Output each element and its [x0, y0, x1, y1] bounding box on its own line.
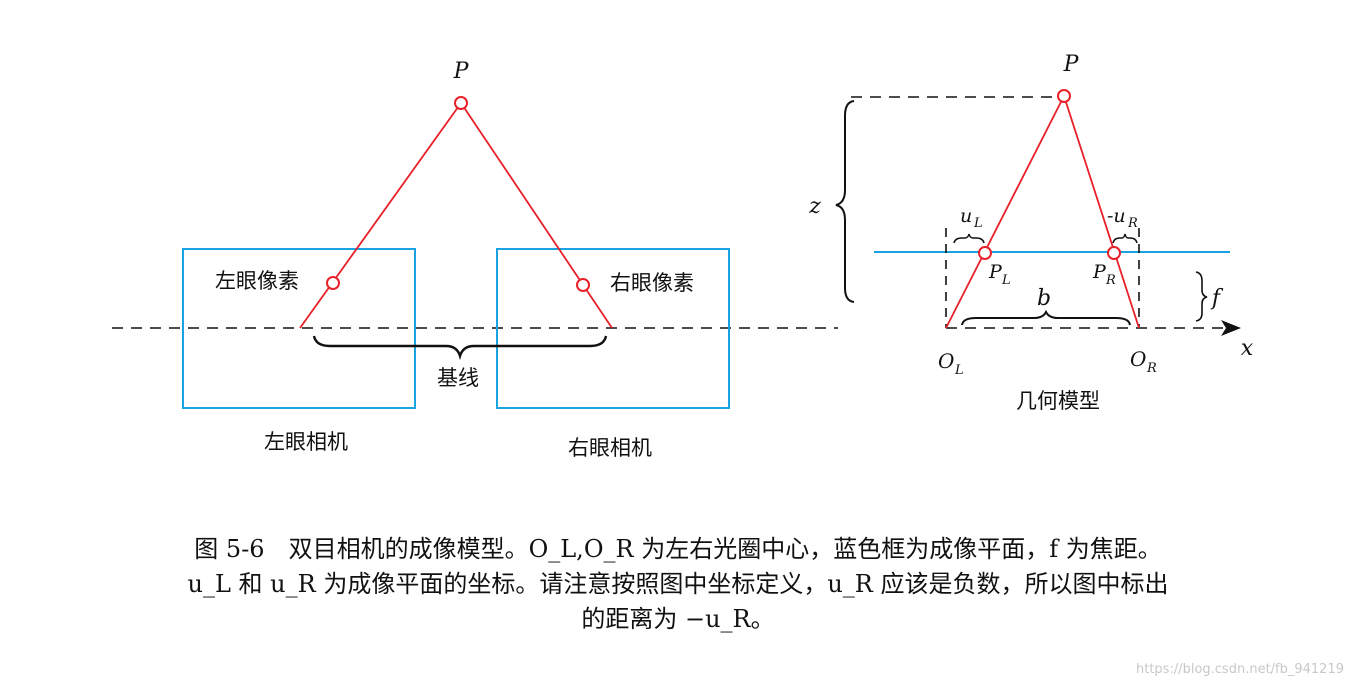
pr-marker — [1107, 246, 1121, 260]
z-brace — [835, 100, 855, 303]
baseline-brace — [312, 335, 608, 361]
baseline-label: 基线 — [437, 366, 479, 390]
right-camera-label: 右眼相机 — [568, 436, 652, 460]
b-brace — [961, 309, 1131, 326]
left-ray — [299, 102, 462, 329]
right-panel-right-ray — [1063, 95, 1140, 329]
right-camera-frame — [496, 248, 730, 409]
caption-line-3: 的距离为 −u_R。 — [581, 605, 775, 633]
pl-label: P — [988, 261, 1003, 283]
ol-sub: L — [954, 363, 964, 378]
point-p-marker — [454, 96, 468, 110]
or-label: O — [1130, 347, 1146, 371]
left-panel: P 左眼像素 右眼像素 基线 左眼相机 右眼相机 — [112, 59, 838, 460]
ur-sub: R — [1127, 216, 1138, 231]
figure-caption: 图 5-6 双目相机的成像模型。O_L,O_R 为左右光圈中心，蓝色框为成像平面… — [40, 532, 1316, 637]
ur-label: -u — [1107, 205, 1126, 227]
right-pixel-marker — [576, 278, 590, 292]
right-pixel-label: 右眼像素 — [610, 271, 694, 295]
right-ray — [460, 102, 613, 329]
right-panel: P z u L -u R P L P R f b x O L O R 几何模型 — [808, 52, 1254, 413]
geometry-model-title: 几何模型 — [1016, 389, 1100, 413]
b-label: b — [1037, 286, 1051, 311]
z-label: z — [808, 194, 821, 219]
f-brace — [1195, 271, 1208, 322]
pl-sub: L — [1001, 273, 1011, 288]
ul-brace — [953, 233, 985, 244]
caption-line-1: 图 5-6 双目相机的成像模型。O_L,O_R 为左右光圈中心，蓝色框为成像平面… — [194, 535, 1162, 563]
pl-marker — [978, 246, 992, 260]
ol-label: O — [938, 349, 954, 373]
f-label: f — [1210, 286, 1224, 311]
left-camera-label: 左眼相机 — [264, 430, 348, 454]
pr-sub: R — [1105, 273, 1116, 288]
ur-brace — [1112, 233, 1138, 244]
watermark: https://blog.csdn.net/fb_941219 — [1135, 662, 1344, 677]
caption-line-2: u_L 和 u_R 为成像平面的坐标。请注意按照图中坐标定义，u_R 应该是负数… — [187, 570, 1169, 598]
ul-sub: L — [973, 216, 983, 231]
left-pixel-marker — [326, 276, 340, 290]
left-point-label: P — [453, 59, 470, 84]
right-point-label: P — [1063, 52, 1080, 77]
x-axis-arrow — [1221, 320, 1241, 336]
pr-label: P — [1092, 261, 1107, 283]
right-panel-left-ray — [945, 95, 1065, 329]
left-camera-frame — [182, 248, 416, 409]
right-panel-point-p-marker — [1057, 89, 1071, 103]
or-sub: R — [1146, 361, 1157, 376]
x-label: x — [1241, 336, 1254, 361]
left-pixel-label: 左眼像素 — [215, 269, 299, 293]
ul-label: u — [960, 205, 972, 227]
